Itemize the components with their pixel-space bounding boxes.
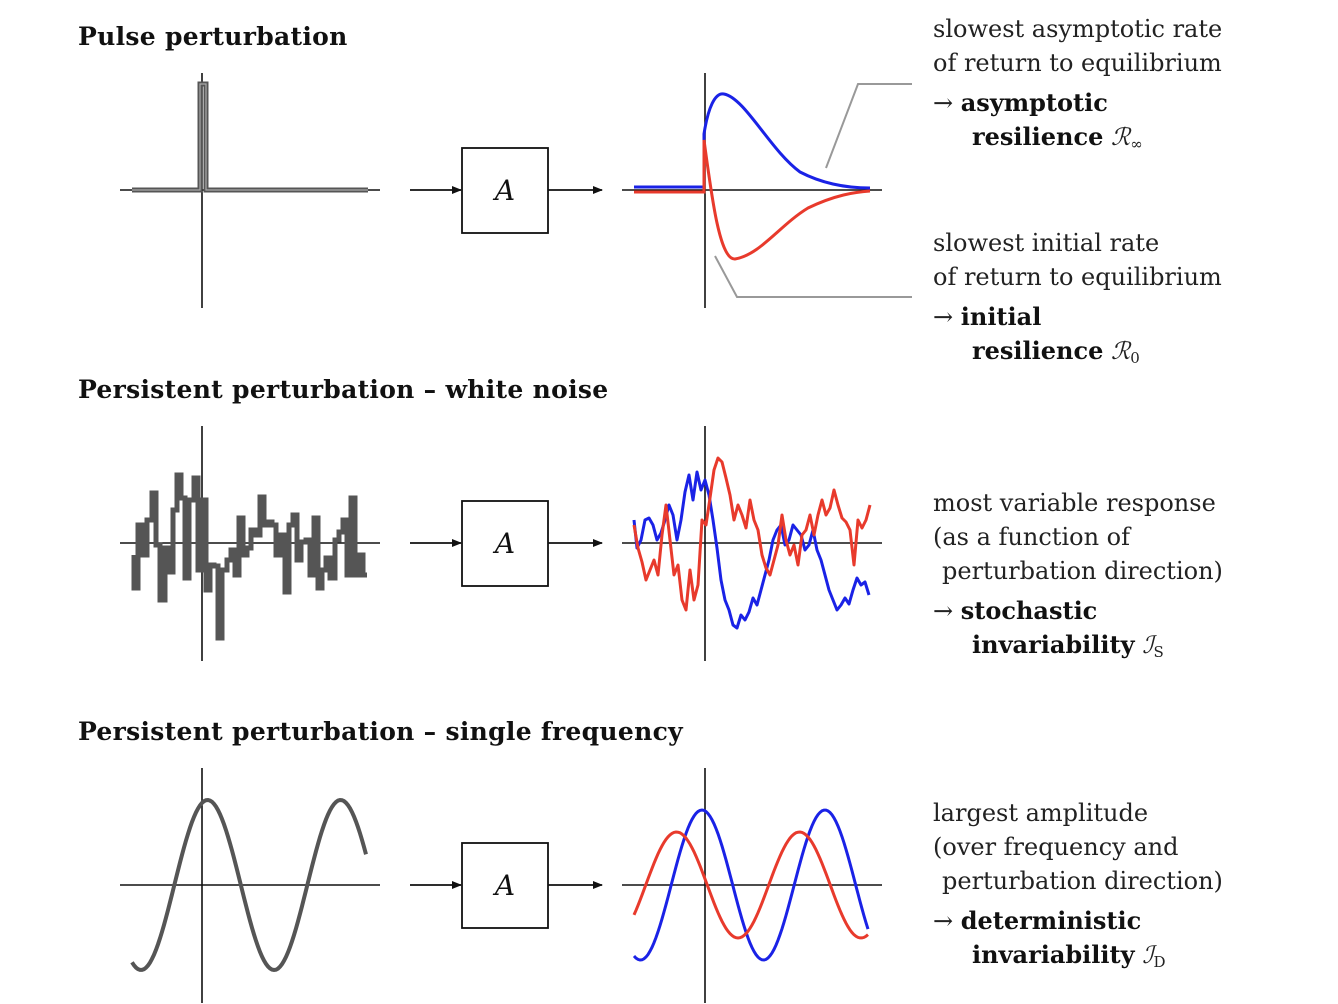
noise-response-blue	[632, 470, 871, 630]
noise-response-red	[632, 456, 872, 612]
term-label: invariability	[972, 630, 1135, 659]
deterministic-invariability-annotation: largest amplitude (over frequency and pe…	[933, 796, 1223, 979]
term-label: initial	[960, 302, 1042, 331]
term-label: asymptotic	[960, 88, 1108, 117]
operator-label: A	[492, 527, 515, 560]
annotation-line: most variable response	[933, 489, 1216, 517]
implies-arrow: →	[933, 597, 954, 625]
term-label: deterministic	[960, 906, 1142, 935]
asymptotic-resilience-annotation: slowest asymptotic rate of return to equ…	[933, 12, 1222, 161]
pulse-response-blue	[634, 92, 871, 190]
section-title-single-frequency: Persistent perturbation – single frequen…	[78, 717, 683, 746]
initial-resilience-annotation: slowest initial rate of return to equili…	[933, 226, 1222, 375]
annotation-line: slowest asymptotic rate	[933, 15, 1223, 43]
noise-input-signal	[131, 472, 367, 641]
symbol-subscript: S	[1153, 643, 1164, 661]
sine-response-blue	[632, 808, 870, 962]
annotation-line: of return to equilibrium	[933, 263, 1222, 291]
pulse-response-red	[634, 139, 871, 261]
implies-arrow: →	[933, 907, 954, 935]
invariability-symbol: ℐ	[1142, 941, 1154, 969]
term-label: resilience	[972, 122, 1104, 151]
sine-input-axes	[120, 768, 380, 1003]
implies-arrow: →	[933, 303, 954, 331]
resilience-symbol: ℛ	[1111, 337, 1131, 365]
annotation-line: perturbation direction)	[942, 557, 1223, 585]
term-label: resilience	[972, 336, 1104, 365]
annotation-line: largest amplitude	[933, 799, 1149, 827]
section-title-white-noise: Persistent perturbation – white noise	[78, 375, 609, 404]
asymptotic-leader-line	[825, 83, 912, 169]
symbol-subscript: 0	[1130, 349, 1140, 367]
resilience-symbol: ℛ	[1111, 123, 1131, 151]
term-label: invariability	[972, 940, 1135, 969]
sine-operator: A	[410, 842, 603, 929]
term-label: stochastic	[960, 596, 1098, 625]
annotation-line: of return to equilibrium	[933, 49, 1222, 77]
invariability-symbol: ℐ	[1142, 631, 1154, 659]
implies-arrow: →	[933, 89, 954, 117]
symbol-subscript: ∞	[1130, 135, 1143, 153]
symbol-subscript: D	[1153, 953, 1166, 971]
operator-label: A	[492, 174, 515, 207]
noise-operator: A	[410, 500, 603, 587]
sine-input-signal	[130, 797, 368, 973]
annotation-line: (over frequency and	[933, 833, 1179, 861]
sine-output-axes	[622, 768, 882, 1003]
pulse-operator: A	[410, 147, 603, 234]
stochastic-invariability-annotation: most variable response (as a function of…	[933, 486, 1223, 669]
operator-label: A	[492, 869, 515, 902]
sine-response-red	[632, 830, 869, 940]
noise-output-axes	[622, 426, 882, 661]
section-title-pulse: Pulse perturbation	[78, 22, 348, 51]
initial-leader-line	[714, 255, 912, 298]
annotation-line: (as a function of	[933, 523, 1130, 551]
annotation-line: slowest initial rate	[933, 229, 1160, 257]
pulse-input-signal	[132, 81, 368, 193]
annotation-line: perturbation direction)	[942, 867, 1223, 895]
